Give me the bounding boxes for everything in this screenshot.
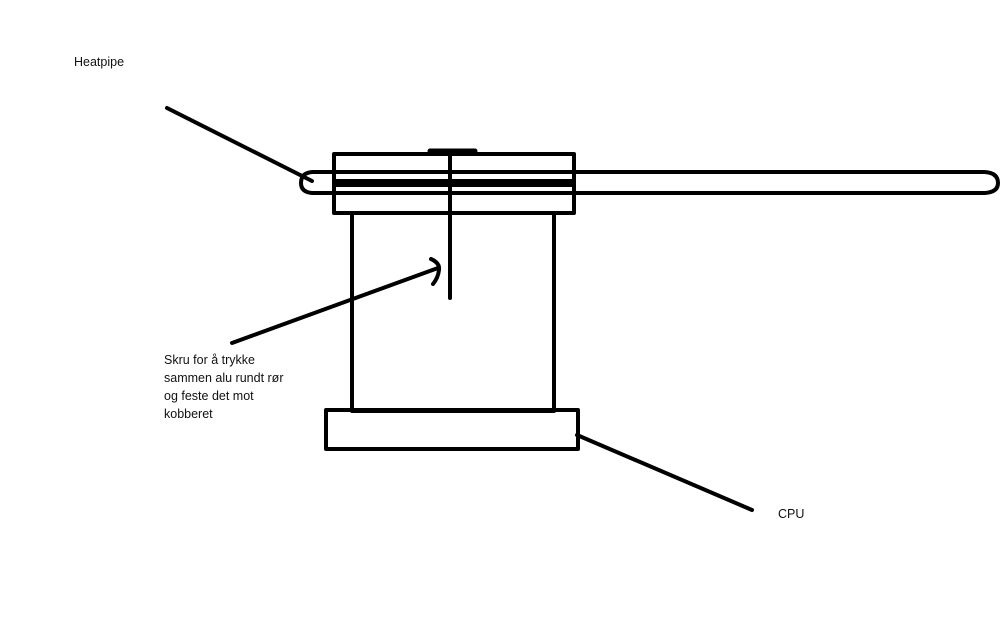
screw-label: Skru for å trykke sammen alu rundt rør o… [164,351,283,423]
screw-leader-line [230,266,440,345]
copper-column [350,211,556,413]
heatpipe-shape [299,170,1000,195]
screw-label-line: kobberet [164,407,213,421]
cpu-leader-line [575,433,754,512]
cpu-plate [324,408,580,451]
heatpipe-label: Heatpipe [74,55,125,69]
screw-label-line: og feste det mot [164,389,254,403]
screw-label-line: Skru for å trykke [164,353,255,367]
screw-label-line: sammen alu rundt rør [164,371,284,385]
screw-leader-arrowhead [429,257,442,286]
cpu-label: CPU [778,507,805,521]
heatpipe-leader-line [165,106,314,183]
